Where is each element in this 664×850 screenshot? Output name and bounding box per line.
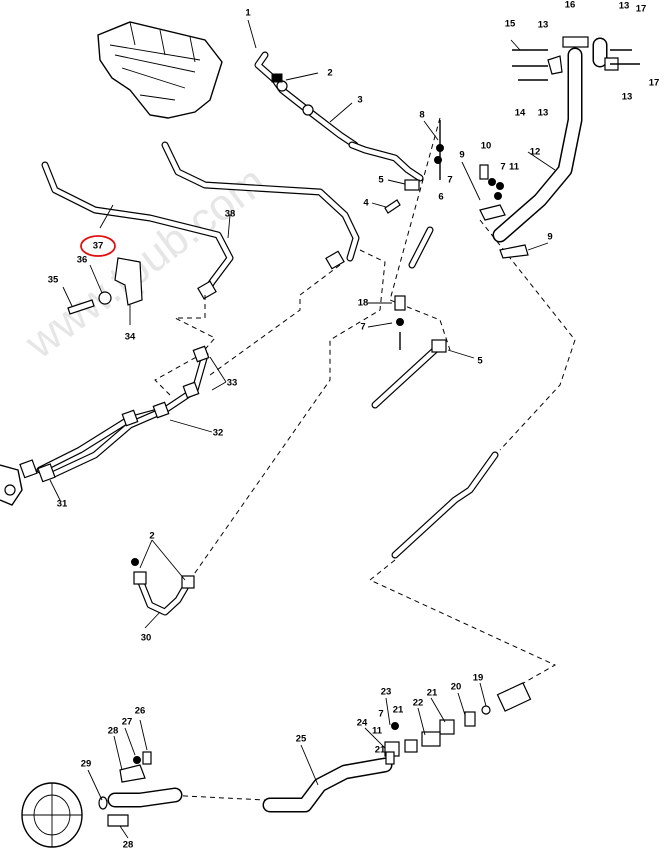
callout-8: 8 [419, 110, 424, 121]
engine-housing-bottom [21, 782, 83, 848]
callout-21c: 21 [427, 688, 438, 699]
callout-2: 2 [327, 68, 332, 79]
callout-13a: 13 [538, 20, 549, 31]
callout-2b: 2 [149, 531, 154, 542]
callout-15: 15 [505, 19, 516, 30]
fitting-cluster-right [479, 164, 504, 200]
engine-block [97, 21, 223, 119]
fuel-tube-3 [254, 51, 424, 182]
callout-labels: 1 2 3 4 5 6 7 8 9 10 7 11 12 13 13 13 13… [48, 0, 660, 850]
callout-28a: 28 [108, 726, 119, 737]
fuel-tube-37 [41, 161, 234, 300]
callout-28b: 28 [123, 840, 134, 850]
callout-13d: 13 [622, 92, 633, 103]
callout-7: 7 [447, 175, 452, 186]
callout-5b: 5 [477, 356, 483, 367]
callout-34: 34 [125, 332, 136, 343]
fuel-tube-38 [161, 141, 360, 270]
fitting-cluster-middle [394, 295, 447, 353]
exhaust-pipe-12 [479, 36, 640, 259]
fitting-cluster-upper [384, 120, 444, 214]
callout-9b: 9 [547, 232, 552, 243]
fuel-tube-segments [371, 226, 499, 559]
fittings-31 [19, 459, 56, 483]
callout-13b: 13 [619, 1, 630, 12]
callout-10: 10 [481, 141, 492, 152]
callout-7d: 7 [378, 709, 383, 720]
callout-5: 5 [378, 175, 384, 186]
callout-7b: 7 [500, 162, 505, 173]
callout-14: 14 [515, 108, 526, 119]
callout-6: 6 [438, 192, 443, 203]
callout-17a: 17 [636, 4, 647, 15]
callout-24: 24 [357, 718, 368, 729]
callout-25: 25 [296, 734, 307, 745]
callout-12: 12 [530, 147, 541, 158]
callout-18: 18 [358, 298, 369, 309]
fuel-tube-30 [131, 558, 195, 616]
callout-20: 20 [451, 682, 462, 693]
leader-lines [49, 19, 556, 839]
callout-7c: 7 [360, 322, 365, 333]
fuel-tubes-32 [36, 345, 210, 479]
callout-35: 35 [48, 275, 59, 286]
callout-17b: 17 [649, 78, 660, 89]
callout-1: 1 [245, 8, 251, 19]
callout-30: 30 [141, 633, 152, 644]
callout-11: 11 [509, 162, 520, 173]
callout-36: 36 [77, 255, 88, 266]
callout-29: 29 [81, 759, 92, 770]
callout-37-highlight-circle [80, 235, 116, 257]
callout-21b: 21 [375, 745, 386, 756]
callout-3: 3 [357, 95, 362, 106]
fuel-tube-25 [98, 751, 393, 827]
callout-33: 33 [227, 378, 238, 389]
callout-37: 37 [93, 241, 104, 252]
callout-16: 16 [565, 0, 576, 11]
callout-23: 23 [381, 687, 392, 698]
callout-11b: 11 [372, 726, 383, 737]
callout-4: 4 [363, 198, 369, 209]
callout-13c: 13 [538, 108, 549, 119]
callout-26: 26 [135, 706, 146, 717]
callout-38: 38 [225, 209, 236, 220]
callout-9: 9 [459, 150, 464, 161]
callout-21a: 21 [393, 705, 404, 716]
hidden-routing-lines [154, 117, 576, 801]
fitting-cluster-lower [384, 682, 532, 765]
callout-22: 22 [413, 698, 424, 709]
callout-27: 27 [122, 717, 133, 728]
callout-19: 19 [473, 673, 484, 684]
clamp-bracket-34 [67, 257, 143, 315]
engine-fragment-left [0, 464, 23, 506]
callout-32: 32 [213, 428, 224, 439]
callout-31: 31 [57, 499, 68, 510]
